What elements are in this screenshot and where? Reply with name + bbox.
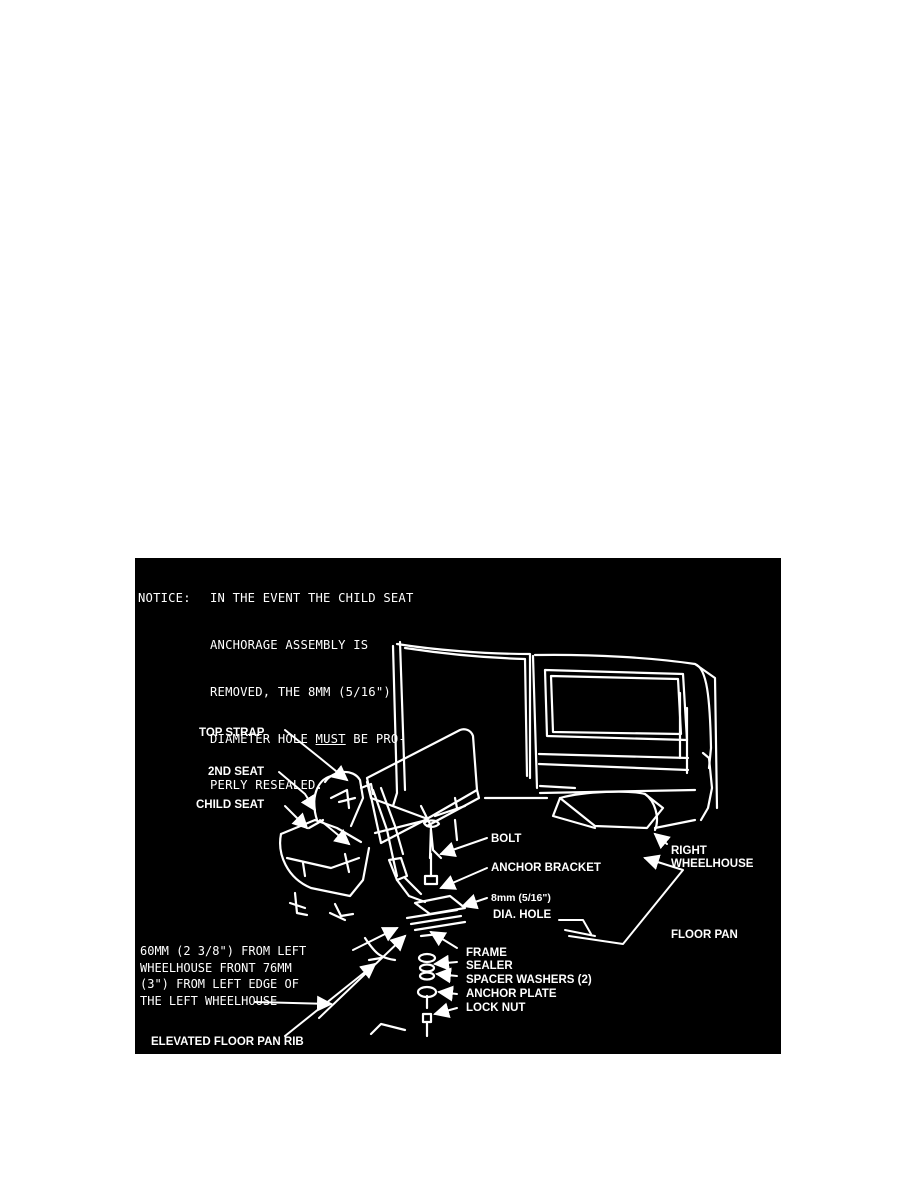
- van-wall-panel: [391, 640, 532, 808]
- notice-prefix: NOTICE:: [138, 591, 191, 606]
- elevated-floor-pan-rib-label: ELEVATED FLOOR PAN RIB: [151, 1036, 304, 1048]
- notice-line-5: PERLY RESEALED.: [210, 778, 324, 793]
- spacer-washers-label: SPACER WASHERS (2): [466, 974, 592, 986]
- location-note-line1: 60MM (2 3/8") FROM LEFT: [140, 944, 307, 958]
- lock-nut-label: LOCK NUT: [466, 1002, 526, 1014]
- child-seat-label: CHILD SEAT: [196, 799, 265, 811]
- sealer-label: SEALER: [466, 960, 513, 972]
- dia-hole-label: DIA. HOLE: [493, 909, 552, 921]
- location-note-line4: THE LEFT WHEELHOUSE: [140, 993, 278, 1008]
- second-seat-label: 2ND SEAT: [208, 766, 265, 778]
- right-wheelhouse-label-line2: WHEELHOUSE: [671, 858, 754, 870]
- right-wheelhouse-label-line1: RIGHT: [671, 845, 707, 857]
- top-strap-assembly: [371, 786, 427, 904]
- location-note-line2: WHEELHOUSE FRONT 76MM: [140, 960, 292, 975]
- notice-text: NOTICE:IN THE EVENT THE CHILD SEAT ANCHO…: [138, 560, 414, 825]
- hole-size-label: 8mm (5/16"): [491, 892, 551, 904]
- anchor-bracket-label: ANCHOR BRACKET: [491, 862, 601, 874]
- anchor-plate-label: ANCHOR PLATE: [466, 988, 557, 1000]
- side-door-window: [531, 653, 719, 822]
- leader-lines: [254, 729, 684, 1037]
- location-note: 60MM (2 3/8") FROM LEFT WHEELHOUSE FRONT …: [140, 943, 306, 1009]
- floor-pan-label: FLOOR PAN: [671, 929, 738, 941]
- notice-must-emphasis: MUST: [315, 731, 346, 746]
- notice-line-3: REMOVED, THE 8MM (5/16"): [210, 684, 391, 699]
- location-note-line3: (3") FROM LEFT EDGE OF: [140, 977, 299, 991]
- elevated-floor-pan-rib: [363, 936, 407, 1036]
- child-seat-anchorage-diagram: NOTICE:IN THE EVENT THE CHILD SEAT ANCHO…: [135, 558, 781, 1054]
- frame-label: FRAME: [466, 947, 507, 959]
- seat-legs: [288, 818, 459, 922]
- notice-line-4: DIAMETER HOLE MUST BE PRO-: [210, 731, 406, 746]
- notice-line-2: ANCHORAGE ASSEMBLY IS: [210, 637, 369, 652]
- second-seat-bench: [365, 728, 481, 860]
- notice-line-1: NOTICE:IN THE EVENT THE CHILD SEAT: [138, 591, 414, 606]
- top-strap-label: TOP STRAP: [199, 727, 265, 739]
- bolt-label: BOLT: [491, 833, 522, 845]
- anchor-hardware-stack: [405, 819, 467, 1038]
- right-wheelhouse: [551, 790, 665, 832]
- van-interior-illustration: [254, 640, 719, 1038]
